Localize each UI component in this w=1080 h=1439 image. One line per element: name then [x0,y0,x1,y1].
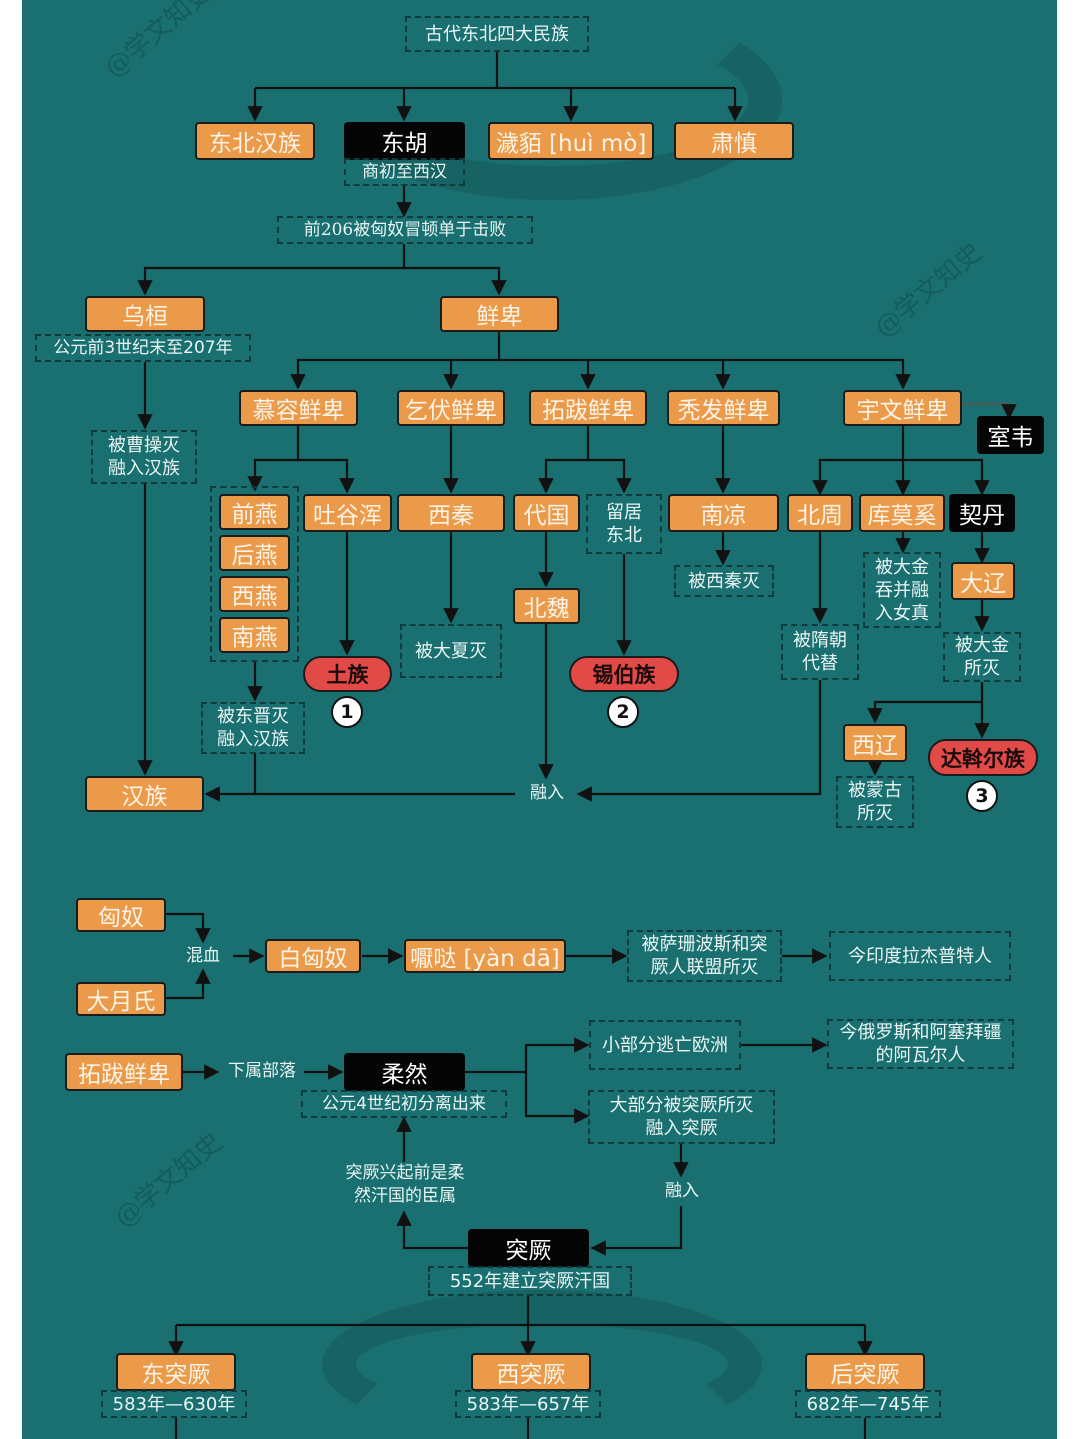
node-shiwei: 室韦 [977,416,1044,454]
avar-line: 今俄罗斯和阿塞拜疆 [839,1022,1002,1043]
liao-fate-line: 被大金 [955,635,1009,656]
donghu-defeat: 前206被匈奴冒顿单于击败 [277,216,533,244]
wuhuan-fate-line: 被曹操灭 [108,435,180,456]
node-xianbei: 鲜卑 [440,296,559,332]
node-kumoxi: 库莫奚 [859,494,945,532]
beizhou-fate-line: 被隋朝 [793,630,847,651]
node-hephthalites: 嚈哒 [yàn dā] [404,939,566,973]
hep-fate-line: 厥人联盟所灭 [650,957,759,978]
xiliao-fate-line: 被蒙古 [848,780,902,801]
node-tuoba-2: 拓跋鲜卑 [65,1053,183,1091]
kumoxi-fate-line: 吞并融 [875,579,929,601]
node-murong: 慕容鲜卑 [239,390,358,426]
xiliao-fate-line: 所灭 [857,803,893,824]
badge-1: 1 [331,696,363,728]
node-xiliao: 西辽 [843,724,907,762]
node-ne-han: 东北汉族 [195,122,315,160]
node-tufa: 秃发鲜卑 [667,390,780,426]
vassal-line: 突厥兴起前是柔 [345,1163,465,1183]
turks-period: 552年建立突厥汗国 [428,1266,632,1296]
subordinate-label: 下属部落 [228,1061,296,1081]
node-qidan: 契丹 [949,494,1015,532]
murong-fate-line: 被东晋灭 [217,706,289,727]
hephthalites-fate: 被萨珊波斯和突 厥人联盟所灭 [627,930,782,982]
murong-states-group [210,486,299,662]
stay-northeast: 留居 东北 [586,494,662,554]
xiqin-fate: 被大夏灭 [400,624,502,678]
vassal-label: 突厥兴起前是柔 然汗国的臣属 [330,1162,480,1208]
beizhou-fate: 被隋朝 代替 [781,624,859,680]
node-beizhou: 北周 [787,494,853,532]
diagram-panel: @学文知史 @学文知史 @学文知史 [22,0,1057,1439]
vassal-line: 然汗国的臣属 [354,1186,456,1206]
destroyed-line: 融入突厥 [645,1118,718,1139]
kumoxi-fate-line: 被大金 [875,556,929,578]
node-xibo: 锡伯族 [569,656,679,692]
node-daur: 达斡尔族 [928,739,1038,776]
root-node: 古代东北四大民族 [405,16,589,52]
kumoxi-fate: 被大金 吞并融 入女真 [863,552,941,628]
mix-label: 混血 [186,946,220,966]
stay-ne-line: 东北 [606,525,642,546]
avar-line: 的阿瓦尔人 [875,1045,966,1066]
east-turks-period: 583年—630年 [101,1390,247,1418]
node-qifu: 乞伏鲜卑 [397,390,505,426]
later-turks-period: 682年—745年 [795,1390,941,1418]
node-houyan: 后燕 [219,535,290,571]
beizhou-fate-line: 代替 [802,653,838,674]
node-sushen: 肃慎 [674,122,794,160]
node-east-turks: 东突厥 [116,1353,236,1391]
node-tu-people: 土族 [303,656,392,692]
merge-label: 融入 [530,783,564,803]
node-xiongnu: 匈奴 [76,898,166,932]
destroyed-line: 大部分被突厥所灭 [609,1095,754,1116]
badge-2: 2 [607,696,639,728]
node-tuoba: 拓跋鲜卑 [529,390,647,426]
liao-fate: 被大金 所灭 [943,632,1021,682]
node-west-turks: 西突厥 [471,1353,591,1391]
murong-fate: 被东晋灭 融入汉族 [201,702,305,754]
murong-fate-line: 融入汉族 [217,729,289,750]
rouran-period: 公元4世纪初分离出来 [301,1090,507,1118]
node-beiwei: 北魏 [513,588,580,624]
kumoxi-fate-line: 入女真 [875,602,929,624]
wuhuan-period: 公元前3世纪末至207年 [35,334,251,362]
node-later-turks: 后突厥 [805,1353,925,1391]
stay-ne-line: 留居 [606,502,642,523]
hep-fate-line: 被萨珊波斯和突 [641,934,768,955]
hephthalites-today: 今印度拉杰普特人 [829,931,1011,981]
node-qianyan: 前燕 [219,494,290,530]
wuhuan-fate: 被曹操灭 融入汉族 [91,430,197,484]
avar-today: 今俄罗斯和阿塞拜疆 的阿瓦尔人 [827,1019,1014,1069]
node-donghu: 东胡 [344,122,465,160]
node-han: 汉族 [85,776,204,812]
donghu-period: 商初至西汉 [344,158,465,186]
liao-fate-line: 所灭 [964,658,1000,679]
node-turks: 突厥 [468,1229,589,1267]
node-tuyuhun: 吐谷浑 [303,494,392,532]
node-yuwen: 宇文鲜卑 [843,390,962,426]
merge-label-2: 融入 [665,1181,699,1201]
west-turks-period: 583年—657年 [455,1390,601,1418]
node-daiguo: 代国 [513,494,580,532]
xiliao-fate: 被蒙古 所灭 [836,776,914,828]
node-wuhuan: 乌桓 [85,296,205,332]
node-nanyan: 南燕 [219,617,290,653]
node-xiqin: 西秦 [397,494,505,532]
destroyed-by-turks: 大部分被突厥所灭 融入突厥 [588,1090,775,1144]
node-white-huns: 白匈奴 [265,939,361,973]
node-liao: 大辽 [951,562,1015,600]
node-huimo: 濊貊 [huì mò] [488,122,654,160]
node-rouran: 柔然 [344,1053,465,1091]
nanliang-fate: 被西秦灭 [674,565,774,597]
badge-3: 3 [966,780,998,812]
node-nanliang: 南凉 [668,494,779,532]
node-yuezhi: 大月氏 [76,982,166,1016]
node-xiyan: 西燕 [219,576,290,612]
wuhuan-fate-line: 融入汉族 [108,458,180,479]
escape-europe: 小部分逃亡欧洲 [589,1020,741,1070]
